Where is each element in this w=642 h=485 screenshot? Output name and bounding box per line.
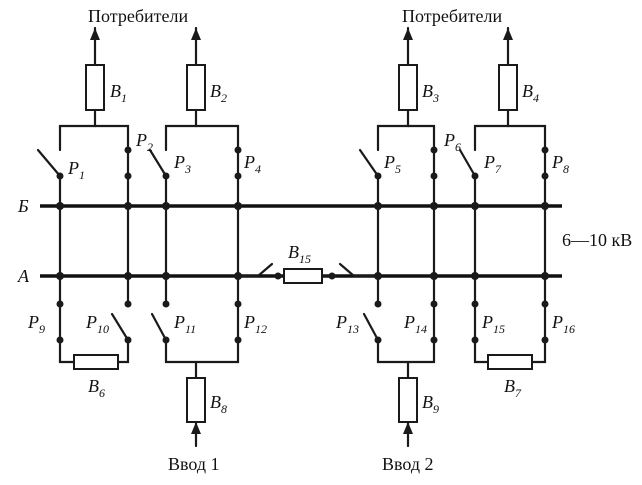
- label-b15: B15: [288, 242, 311, 266]
- disconnector-p10: [110, 312, 130, 342]
- label-p16: P16: [551, 312, 575, 336]
- breaker-b2: [186, 64, 206, 111]
- label-p6: P6: [443, 130, 461, 154]
- label-p15: P15: [481, 312, 505, 336]
- bus-b-label: Б: [17, 196, 29, 216]
- breaker-b15: [283, 268, 323, 284]
- label-p14: P14: [403, 312, 427, 336]
- disconnector-p13: [362, 312, 380, 342]
- input-feeder-b9: [398, 360, 418, 448]
- label-p2: P2: [135, 130, 153, 154]
- disconnector-p11: [150, 312, 168, 342]
- label-p1: P1: [67, 158, 85, 182]
- label-b7: B7: [504, 376, 522, 400]
- label-p9: P9: [27, 312, 45, 336]
- feeder-b3: [376, 26, 436, 152]
- breaker-b9: [398, 377, 418, 423]
- input1-label: Ввод 1: [168, 454, 220, 474]
- arrow-up-icon: [403, 28, 413, 40]
- consumers-left-label: Потребители: [88, 6, 188, 26]
- voltage-label: 6—10 кВ: [562, 230, 632, 250]
- input2-label: Ввод 2: [382, 454, 434, 474]
- disconnector-p1: [36, 148, 62, 178]
- label-b9: B9: [422, 392, 439, 416]
- label-p7: P7: [483, 152, 502, 176]
- label-b8: B8: [210, 392, 227, 416]
- consumers-right-label: Потребители: [402, 6, 502, 26]
- arrow-up-icon: [191, 28, 201, 40]
- arrow-up-icon: [403, 422, 413, 434]
- label-p4: P4: [243, 152, 261, 176]
- label-b6: B6: [88, 376, 105, 400]
- breaker-b6: [73, 354, 119, 370]
- label-b2: B2: [210, 81, 227, 105]
- arrow-up-icon: [191, 422, 201, 434]
- label-b1: B1: [110, 81, 127, 105]
- label-b3: B3: [422, 81, 439, 105]
- disconnector-p3: [148, 148, 168, 178]
- label-b4: B4: [522, 81, 539, 105]
- feeder-b1: [58, 26, 130, 152]
- bus-a-label: А: [17, 266, 30, 286]
- label-p13: P13: [335, 312, 359, 336]
- feeder-b2: [164, 26, 240, 152]
- feeder-b4: [473, 26, 547, 152]
- label-p8: P8: [551, 152, 569, 176]
- breaker-b4: [498, 64, 518, 111]
- bus-coupler-b15: [236, 262, 380, 284]
- breaker-b3: [398, 64, 418, 111]
- breaker-b1: [85, 64, 105, 111]
- input-feeder-b8: [186, 360, 206, 448]
- label-p10: P10: [85, 312, 109, 336]
- label-p5: P5: [383, 152, 401, 176]
- disconnector-p5: [358, 148, 380, 178]
- breaker-b7: [487, 354, 533, 370]
- label-p3: P3: [173, 152, 191, 176]
- arrow-up-icon: [503, 28, 513, 40]
- label-p11: P11: [173, 312, 196, 336]
- disconnector-p7: [458, 148, 477, 178]
- label-p12: P12: [243, 312, 267, 336]
- breaker-b8: [186, 377, 206, 423]
- arrow-up-icon: [90, 28, 100, 40]
